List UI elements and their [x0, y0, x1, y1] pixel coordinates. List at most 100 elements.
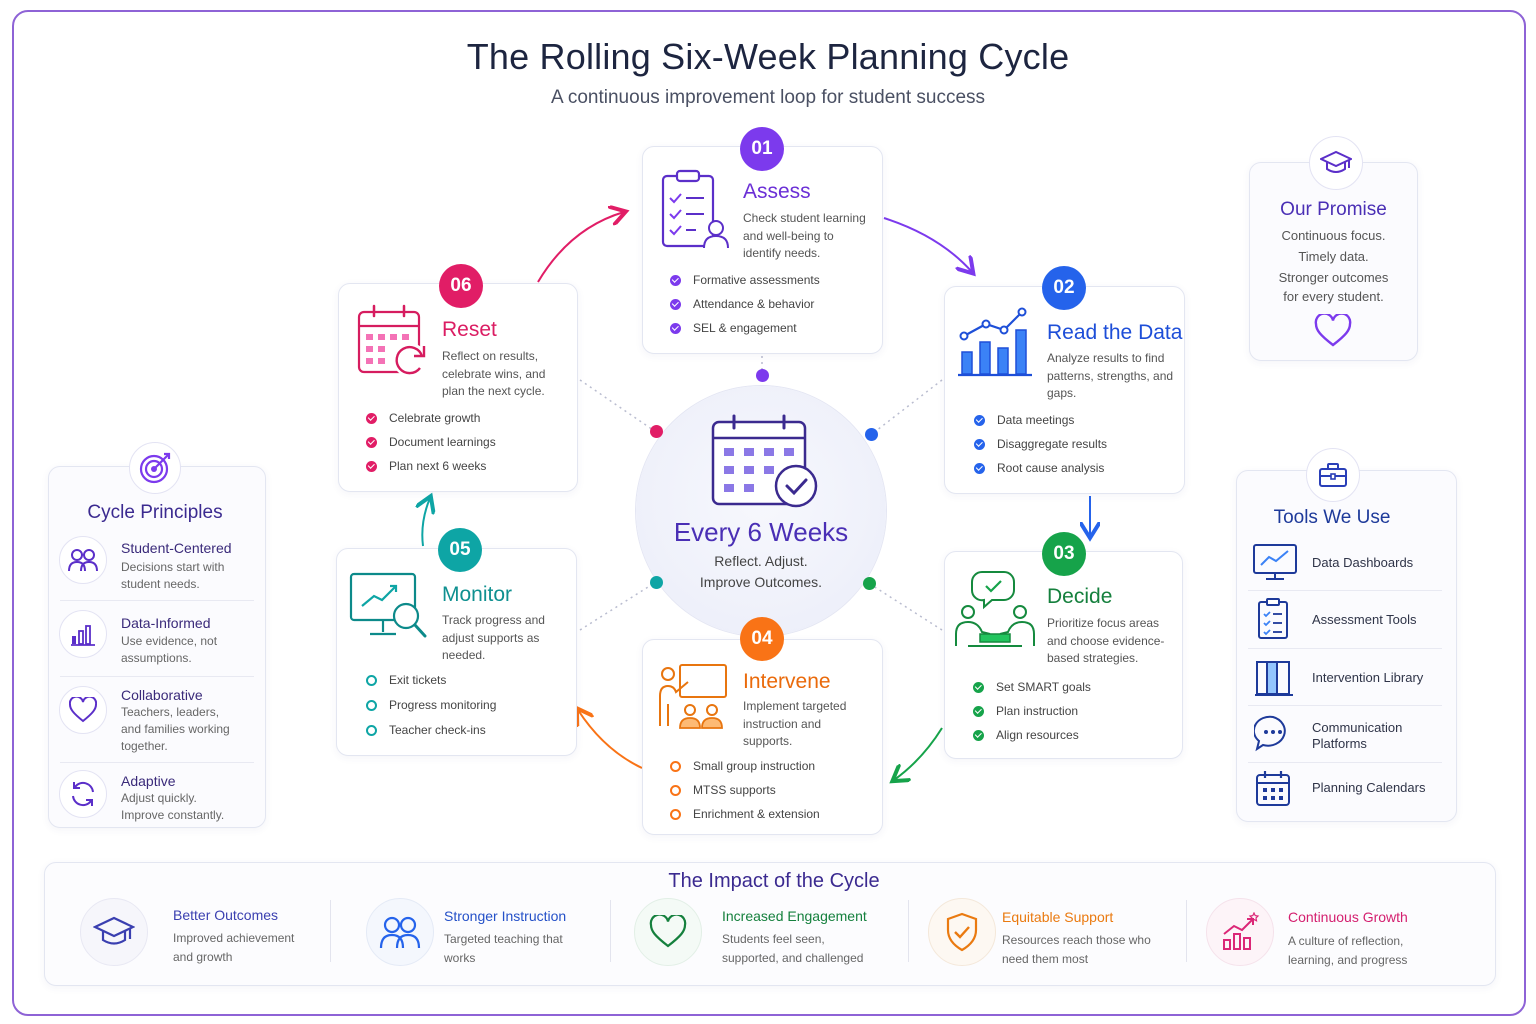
stage-bullet-monitor-2: Progress monitoring — [366, 698, 496, 712]
students-icon — [59, 536, 107, 584]
heart-icon — [1314, 314, 1352, 347]
tool-divider-1 — [1248, 590, 1442, 591]
impact-separator-4 — [1186, 900, 1187, 962]
node-data — [865, 428, 878, 441]
calendar-check-icon — [711, 414, 818, 508]
stage-bullet-data-3: Root cause analysis — [974, 461, 1104, 475]
refresh-icon — [59, 770, 107, 818]
stage-title-assess: Assess — [743, 180, 811, 203]
center-line-1: Reflect. Adjust. — [714, 553, 808, 569]
principle-title-3: Collaborative — [121, 687, 203, 703]
tools-panel — [1236, 470, 1457, 822]
calendar-refresh-icon — [357, 304, 427, 377]
node-reset — [650, 425, 663, 438]
impact-item-desc-3: Students feel seen, supported, and chall… — [722, 932, 864, 965]
stage-desc-data: Analyze results to find patterns, streng… — [1047, 351, 1174, 400]
arrow-intervene-to-monitor — [578, 710, 643, 769]
stage-title-reset: Reset — [442, 318, 497, 341]
stage-bullet-data-1: Data meetings — [974, 413, 1074, 427]
stage-badge-monitor: 05 — [438, 528, 482, 572]
teachers-icon — [366, 898, 434, 966]
stage-bullet-assess-2: Attendance & behavior — [670, 297, 814, 311]
center-title: Every 6 Weeks — [673, 517, 849, 547]
impact-item-desc-2: Targeted teaching that works — [444, 932, 563, 965]
principle-divider-3 — [60, 762, 254, 763]
chat-icon — [1254, 715, 1286, 752]
stage-bullet-intervene-3: Enrichment & extension — [670, 807, 820, 821]
tool-divider-4 — [1248, 762, 1442, 763]
stage-bullet-decide-1: Set SMART goals — [973, 680, 1091, 694]
stage-badge-decide: 03 — [1042, 532, 1086, 576]
stage-title-decide: Decide — [1047, 585, 1113, 608]
principle-divider-2 — [60, 676, 254, 677]
impact-separator-3 — [908, 900, 909, 962]
impact-item-title-5: Continuous Growth — [1288, 909, 1408, 925]
clipboard-checklist-icon — [661, 169, 729, 249]
tool-divider-3 — [1248, 705, 1442, 706]
principles-title: Cycle Principles — [87, 502, 223, 523]
outer-frame — [12, 10, 1526, 1016]
arrow-reset-to-assess — [537, 212, 624, 283]
page-subtitle: A continuous improvement loop for studen… — [550, 87, 986, 108]
stage-desc-monitor: Track progress and adjust supports as ne… — [442, 613, 545, 662]
stage-bullet-reset-1: Celebrate growth — [366, 411, 480, 425]
impact-title: The Impact of the Cycle — [668, 870, 880, 892]
stage-bullet-decide-3: Align resources — [973, 728, 1079, 742]
stage-title-intervene: Intervene — [743, 670, 831, 693]
impact-item-desc-1: Improved achievement and growth — [173, 931, 295, 964]
principle-bar-chart-icon — [59, 610, 107, 658]
tool-label-3: Intervention Library — [1312, 670, 1424, 685]
promise-line-2: Timely data. — [1298, 249, 1369, 264]
impact-separator-2 — [610, 900, 611, 962]
stage-title-data: Read the Data — [1047, 321, 1183, 344]
impact-item-title-3: Increased Engagement — [722, 908, 867, 924]
stage-badge-assess: 01 — [740, 127, 784, 171]
stage-badge-data: 02 — [1042, 266, 1086, 310]
center-line-2: Improve Outcomes. — [699, 574, 823, 590]
impact-item-desc-5: A culture of reflection, learning, and p… — [1288, 934, 1408, 967]
promise-title: Our Promise — [1280, 199, 1387, 220]
stage-bullet-assess-3: SEL & engagement — [670, 321, 797, 335]
principle-desc-4: Adjust quickly. Improve constantly. — [121, 791, 225, 822]
impact-item-title-4: Equitable Support — [1002, 909, 1114, 925]
growth-chart-icon — [1206, 898, 1274, 966]
impact-item-title-1: Better Outcomes — [173, 907, 279, 923]
principle-heart-icon — [59, 686, 107, 734]
checklist-icon — [1258, 598, 1288, 639]
principle-desc-1: Decisions start with student needs. — [121, 560, 225, 591]
stage-bullet-reset-3: Plan next 6 weeks — [366, 459, 486, 473]
impact-item-title-2: Stronger Instruction — [444, 908, 567, 924]
tool-label-4: Communication Platforms — [1312, 720, 1403, 751]
promise-graduation-cap-icon — [1309, 136, 1363, 190]
impact-graduation-cap-icon — [80, 898, 148, 966]
stage-title-monitor: Monitor — [442, 583, 513, 606]
principle-title-4: Adaptive — [121, 773, 176, 789]
node-decide — [863, 577, 876, 590]
node-monitor — [650, 576, 663, 589]
teacher-board-icon — [659, 664, 727, 729]
stage-desc-reset: Reflect on results, celebrate wins, and … — [442, 349, 546, 398]
stage-desc-intervene: Implement targeted instruction and suppo… — [743, 699, 847, 748]
monitor-magnifier-icon — [349, 572, 427, 638]
promise-panel — [1249, 162, 1418, 361]
principle-title-2: Data-Informed — [121, 615, 211, 631]
promise-line-3: Stronger outcomes — [1278, 270, 1389, 285]
arrow-decide-to-intervene — [894, 727, 943, 780]
principle-title-1: Student-Centered — [121, 540, 232, 556]
impact-separator-1 — [330, 900, 331, 962]
impact-item-desc-4: Resources reach those who need them most — [1002, 933, 1151, 966]
tools-title: Tools We Use — [1273, 507, 1391, 528]
stage-badge-intervene: 04 — [740, 617, 784, 661]
impact-heart-icon — [634, 898, 702, 966]
principle-desc-2: Use evidence, not assumptions. — [121, 634, 218, 665]
arrow-monitor-to-reset — [422, 498, 430, 547]
stage-bullet-decide-2: Plan instruction — [973, 704, 1078, 718]
stage-bullet-assess-1: Formative assessments — [670, 273, 820, 287]
stage-bullet-monitor-3: Teacher check-ins — [366, 723, 486, 737]
stage-badge-reset: 06 — [439, 264, 483, 308]
dashboard-icon — [1253, 544, 1297, 580]
promise-line-4: for every student. — [1283, 289, 1384, 304]
promise-line-1: Continuous focus. — [1281, 228, 1386, 243]
arrow-assess-to-data — [883, 217, 972, 272]
